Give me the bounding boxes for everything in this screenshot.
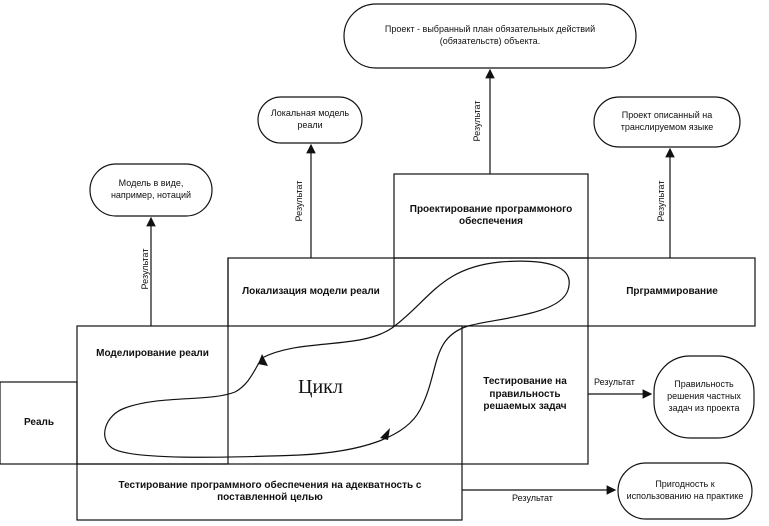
cycle-arrow-down: [380, 428, 390, 440]
result-model-label: Модель в виде, например, нотаций: [110, 178, 192, 200]
stage-testing-tasks-label: Тестирование на правильность решаемых за…: [483, 376, 567, 413]
result-program-label: Проект описанный на транслируемом языке: [620, 110, 714, 132]
edge-label-modeling: Результат: [140, 248, 150, 290]
result-local-model-label: Локальная модель реали: [270, 108, 350, 130]
stage-testing-adequacy-box: [76, 463, 463, 521]
stage-programming-label: Прграммирование: [626, 285, 718, 297]
result-project-label: Проект - выбранный план обязательных дей…: [384, 24, 596, 46]
result-fitness-box: [617, 462, 753, 520]
result-correctness-box: [653, 355, 755, 439]
edge-label-localization: Результат: [294, 180, 304, 222]
edge-label-testing-tasks: Результат: [594, 377, 635, 387]
stage-design-label: Проектирование программоного обеспечения: [409, 203, 573, 228]
stage-localization-label: Локализация модели реали: [242, 285, 380, 297]
edge-label-design: Результат: [472, 100, 482, 142]
stage-real-label: Реаль: [23, 416, 55, 428]
stage-programming-box: [587, 257, 756, 327]
stage-modeling-label: Моделирование реали: [96, 347, 209, 359]
edge-label-testing-adequacy: Результат: [512, 493, 553, 503]
edge-label-programming: Результат: [656, 180, 666, 222]
stage-testing-adequacy-label: Тестирование программного обеспечения на…: [118, 479, 422, 504]
result-local-model-box: [257, 96, 363, 144]
cycle-arrow-up: [258, 354, 268, 366]
cycle-label: Цикл: [298, 376, 343, 398]
result-project-box: [343, 3, 637, 69]
result-program-box: [593, 96, 741, 148]
stage-testing-tasks-box: [461, 325, 589, 465]
cycle-loop: [104, 260, 570, 458]
result-correctness-label: Правильность решения частных задач из пр…: [667, 379, 741, 413]
result-model-box: [89, 163, 213, 217]
result-fitness-label: Пригодность к использованию на практике: [626, 479, 744, 501]
